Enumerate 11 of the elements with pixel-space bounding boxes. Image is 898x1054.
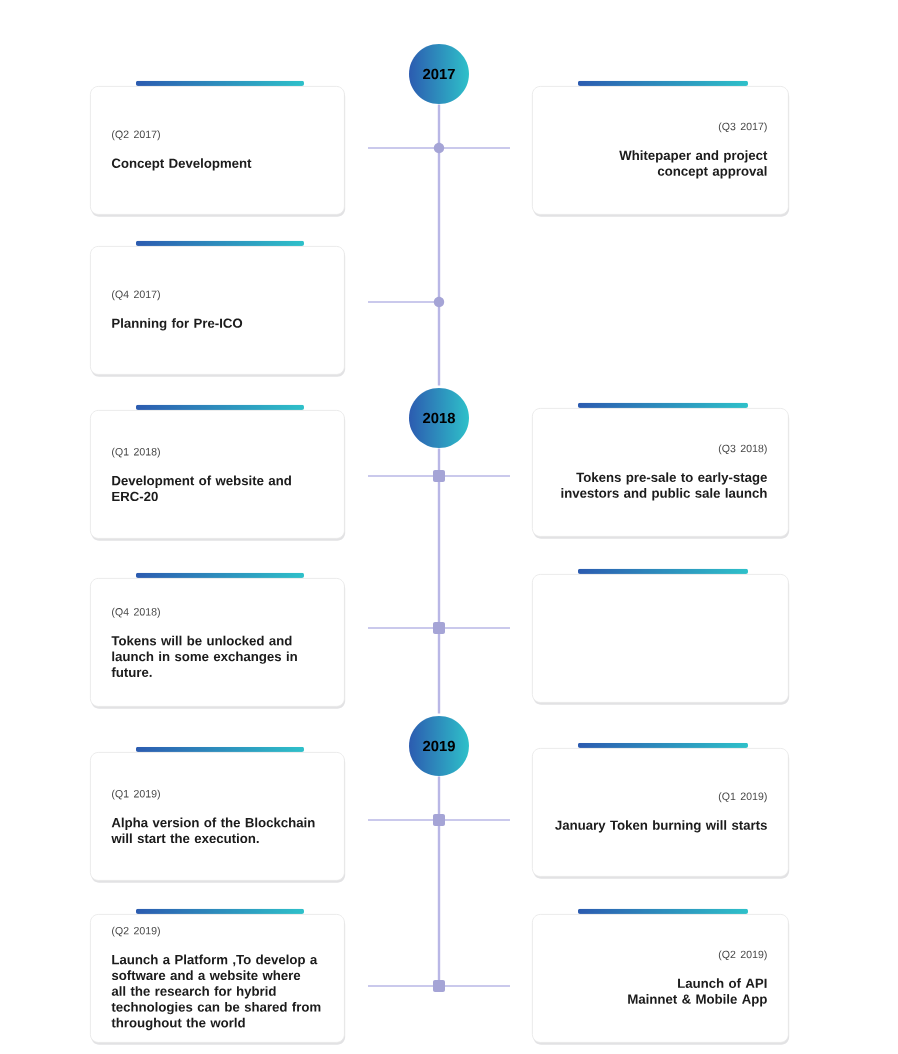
empty-card <box>532 574 790 705</box>
milestone-card <box>90 246 346 377</box>
milestone-card <box>90 410 346 541</box>
milestone-card <box>90 914 346 1045</box>
milestone-card <box>532 408 790 539</box>
milestone-card <box>90 86 346 217</box>
milestone-card <box>532 914 790 1045</box>
milestone-card <box>90 578 346 709</box>
milestone-card <box>532 748 790 879</box>
milestone-card <box>90 752 346 883</box>
milestone-card <box>532 86 790 217</box>
